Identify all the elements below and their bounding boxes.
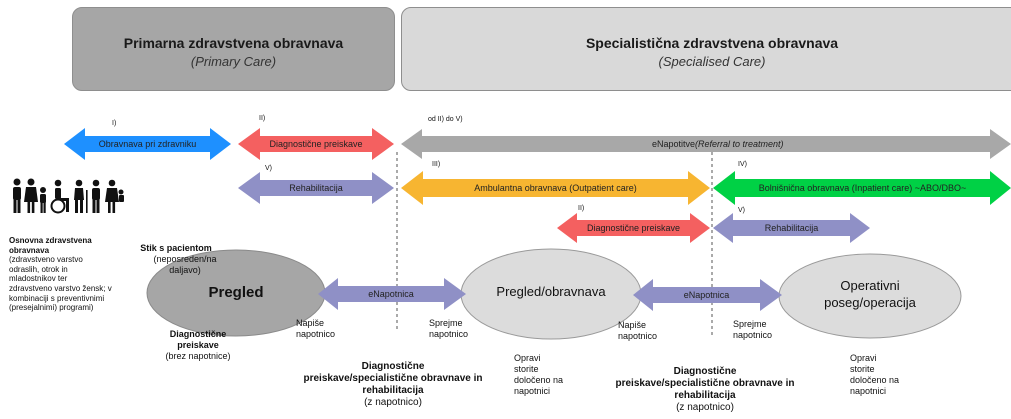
opravi-2-l2: storite bbox=[850, 364, 875, 374]
label-enapotitve-text: eNapotitve bbox=[652, 139, 696, 149]
num-enapotitve: od II) do V) bbox=[428, 116, 463, 123]
osnovna-title-1: Osnovna zdravstvena bbox=[9, 236, 92, 245]
bottom-1-l3: rehabilitacija bbox=[362, 385, 424, 396]
opravi-storite-2: Opravi storite določeno na napotnici bbox=[850, 353, 899, 397]
primary-care-title: Primarna zdravstvena obravnava bbox=[123, 35, 344, 51]
osnovna-body-3: zdravstveno varstvo žensk; v bbox=[9, 283, 112, 293]
arrow-rehabilitacija-primary bbox=[238, 172, 394, 204]
operativni-label-1: Operativni bbox=[840, 278, 900, 293]
stik-s-pacientom: Stik s pacientom (neposreden/na daljavo) bbox=[124, 243, 228, 276]
specialised-care-subtitle: (Specialised Care) bbox=[658, 54, 766, 69]
arrow-enapotnica-2 bbox=[633, 279, 782, 311]
num-obravnava: I) bbox=[112, 120, 117, 127]
osnovna-body-4: kombinaciji s preventivnimi bbox=[9, 293, 105, 303]
sprejme-2-line1: Sprejme bbox=[733, 319, 767, 329]
opravi-1-l2: storite bbox=[514, 364, 539, 374]
napise-1-line2: napotnico bbox=[296, 329, 336, 339]
label-ambulantna: Ambulantna obravnava (Outpatient care) bbox=[474, 183, 637, 193]
opravi-2-l1: Opravi bbox=[850, 353, 877, 363]
opravi-2-l4: napotnici bbox=[850, 386, 887, 396]
arrow-bolnisnicna bbox=[713, 171, 1011, 205]
napise-napotnico-2: Napiše napotnico bbox=[618, 320, 657, 342]
operativni-label-2: poseg/operacija bbox=[824, 295, 916, 310]
napise-2-line2: napotnico bbox=[618, 331, 658, 341]
bottom-2-l1: Diagnostične bbox=[673, 366, 737, 377]
num-rehabilitacija-specialised: V) bbox=[738, 207, 745, 214]
osnovna-body-1: odraslih, otrok in bbox=[9, 264, 68, 274]
bottom-caption-2: Diagnostične preiskave/specialistične ob… bbox=[592, 366, 818, 414]
pregled-label: Pregled bbox=[208, 284, 264, 301]
stik-line2: daljavo) bbox=[169, 265, 201, 275]
label-diagnosticne-specialised: Diagnostične preiskave bbox=[586, 223, 681, 233]
arrow-ambulantna bbox=[401, 171, 710, 205]
opravi-1-l1: Opravi bbox=[514, 353, 541, 363]
arrow-enapotitve bbox=[401, 129, 1011, 159]
arrow-rehabilitacija-specialised bbox=[713, 213, 870, 243]
bottom-1-l4: (z napotnico) bbox=[364, 397, 422, 408]
num-bolnisnicna: IV) bbox=[738, 161, 747, 168]
osnovna-body-5: (presejalnimi) programi) bbox=[9, 303, 94, 313]
label-enapotitve: eNapotitve(Referral to treatment) bbox=[652, 139, 784, 150]
label-enapotnica-1: eNapotnica bbox=[368, 289, 414, 299]
sprejme-2-line2: napotnico bbox=[733, 330, 773, 340]
sprejme-1-line1: Sprejme bbox=[429, 318, 463, 328]
stik-line1: (neposreden/na bbox=[153, 254, 217, 264]
diagnosticne-brez-napotnice: Diagnostične preiskave (brez napotnice) bbox=[148, 329, 248, 362]
primary-care-panel: Primarna zdravstvena obravnava (Primary … bbox=[72, 7, 395, 91]
arrow-diagnosticne-primary bbox=[238, 128, 394, 160]
bottom-2-l3: rehabilitacija bbox=[674, 390, 736, 401]
arrow-obravnava-pri-zdravniku bbox=[64, 128, 231, 160]
osnovna-body-0: (zdravstveno varstvo bbox=[9, 255, 83, 265]
sprejme-napotnico-2: Sprejme napotnico bbox=[733, 319, 772, 341]
specialised-care-panel: Specialistična zdravstvena obravnava (Sp… bbox=[401, 7, 1011, 91]
arrow-enapotnica-1 bbox=[318, 278, 466, 310]
opravi-1-l4: napotnici bbox=[514, 386, 551, 396]
diag-brez-line3: (brez napotnice) bbox=[165, 351, 231, 361]
napise-2-line1: Napiše bbox=[618, 320, 647, 330]
patients-icon bbox=[13, 178, 124, 214]
sprejme-1-line2: napotnico bbox=[429, 329, 469, 339]
label-diagnosticne-primary: Diagnostične preiskave bbox=[269, 139, 363, 149]
num-ambulantna: III) bbox=[432, 161, 441, 168]
label-obravnava-pri-zdravniku: Obravnava pri zdravniku bbox=[98, 139, 197, 149]
bottom-2-l2: preiskave/specialistične obravnave in bbox=[615, 378, 795, 389]
label-rehabilitacija-specialised: Rehabilitacija bbox=[764, 223, 819, 233]
napise-1-line1: Napiše bbox=[296, 318, 325, 328]
stik-title: Stik s pacientom bbox=[140, 243, 212, 253]
opravi-2-l3: določeno na bbox=[850, 375, 900, 385]
arrow-diagnosticne-specialised bbox=[557, 213, 710, 243]
bottom-2-l4: (z napotnico) bbox=[676, 402, 734, 413]
bottom-1-l2: preiskave/specialistične obravnave in bbox=[303, 373, 483, 384]
pregled-obravnava-label: Pregled/obravnava bbox=[496, 284, 606, 299]
osnovna-body-2: mladostnikov ter bbox=[9, 274, 68, 284]
label-bolnisnicna: Bolnišnična obravnava (Inpatient care) ~… bbox=[758, 183, 967, 193]
num-diagnosticne-specialised: II) bbox=[578, 205, 585, 212]
napise-napotnico-1: Napiše napotnico bbox=[296, 318, 335, 340]
label-enapotnica-2: eNapotnica bbox=[683, 290, 730, 300]
opravi-1-l3: določeno na bbox=[514, 375, 564, 385]
label-enapotitve-italic: (Referral to treatment) bbox=[695, 139, 784, 149]
num-diagnosticne-primary: II) bbox=[259, 115, 266, 122]
bottom-caption-1: Diagnostične preiskave/specialistične ob… bbox=[283, 361, 503, 409]
sprejme-napotnico-1: Sprejme napotnico bbox=[429, 318, 468, 340]
opravi-storite-1: Opravi storite določeno na napotnici bbox=[514, 353, 563, 397]
bottom-1-l1: Diagnostične bbox=[361, 361, 425, 372]
primary-care-subtitle: (Primary Care) bbox=[190, 54, 277, 69]
osnovna-title-2: obravnava bbox=[9, 245, 50, 255]
diag-brez-line2: preiskave bbox=[177, 340, 219, 350]
specialised-care-title: Specialistična zdravstvena obravnava bbox=[585, 35, 839, 51]
num-rehabilitacija-primary: V) bbox=[265, 165, 272, 172]
diag-brez-line1: Diagnostične bbox=[169, 329, 227, 339]
osnovna-obravnava-text: Osnovna zdravstvena obravnava (zdravstve… bbox=[9, 236, 139, 313]
label-rehabilitacija-primary: Rehabilitacija bbox=[289, 183, 343, 193]
